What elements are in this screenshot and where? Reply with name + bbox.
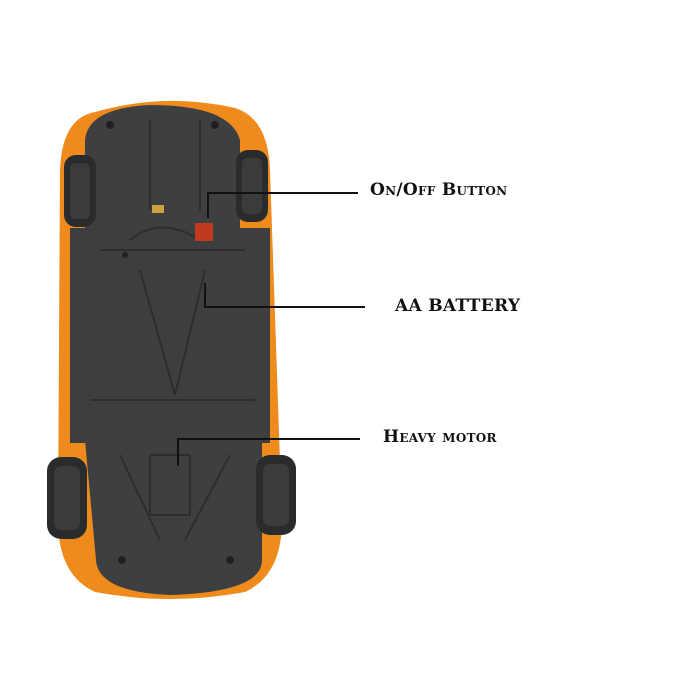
leader-line-motor	[178, 438, 360, 440]
on-off-switch	[195, 223, 213, 241]
chassis-rear	[85, 440, 262, 595]
callout-aa-battery: AA BATTERY	[395, 296, 521, 316]
leader-line-battery-drop	[204, 283, 206, 308]
rear-right-wheel	[256, 455, 296, 535]
leader-line-motor-drop	[177, 438, 179, 466]
leader-line-battery	[205, 306, 365, 308]
front-left-wheel	[64, 155, 96, 227]
leader-line-on-off-drop	[207, 192, 209, 218]
callout-heavy-motor: Heavy motor	[383, 427, 497, 447]
callout-on-off-button: On/Off Button	[370, 180, 508, 200]
leader-line-on-off	[208, 192, 358, 194]
chassis-center	[70, 228, 270, 443]
front-right-wheel	[236, 150, 268, 222]
chassis-front	[85, 105, 240, 230]
rear-left-wheel	[47, 457, 87, 539]
